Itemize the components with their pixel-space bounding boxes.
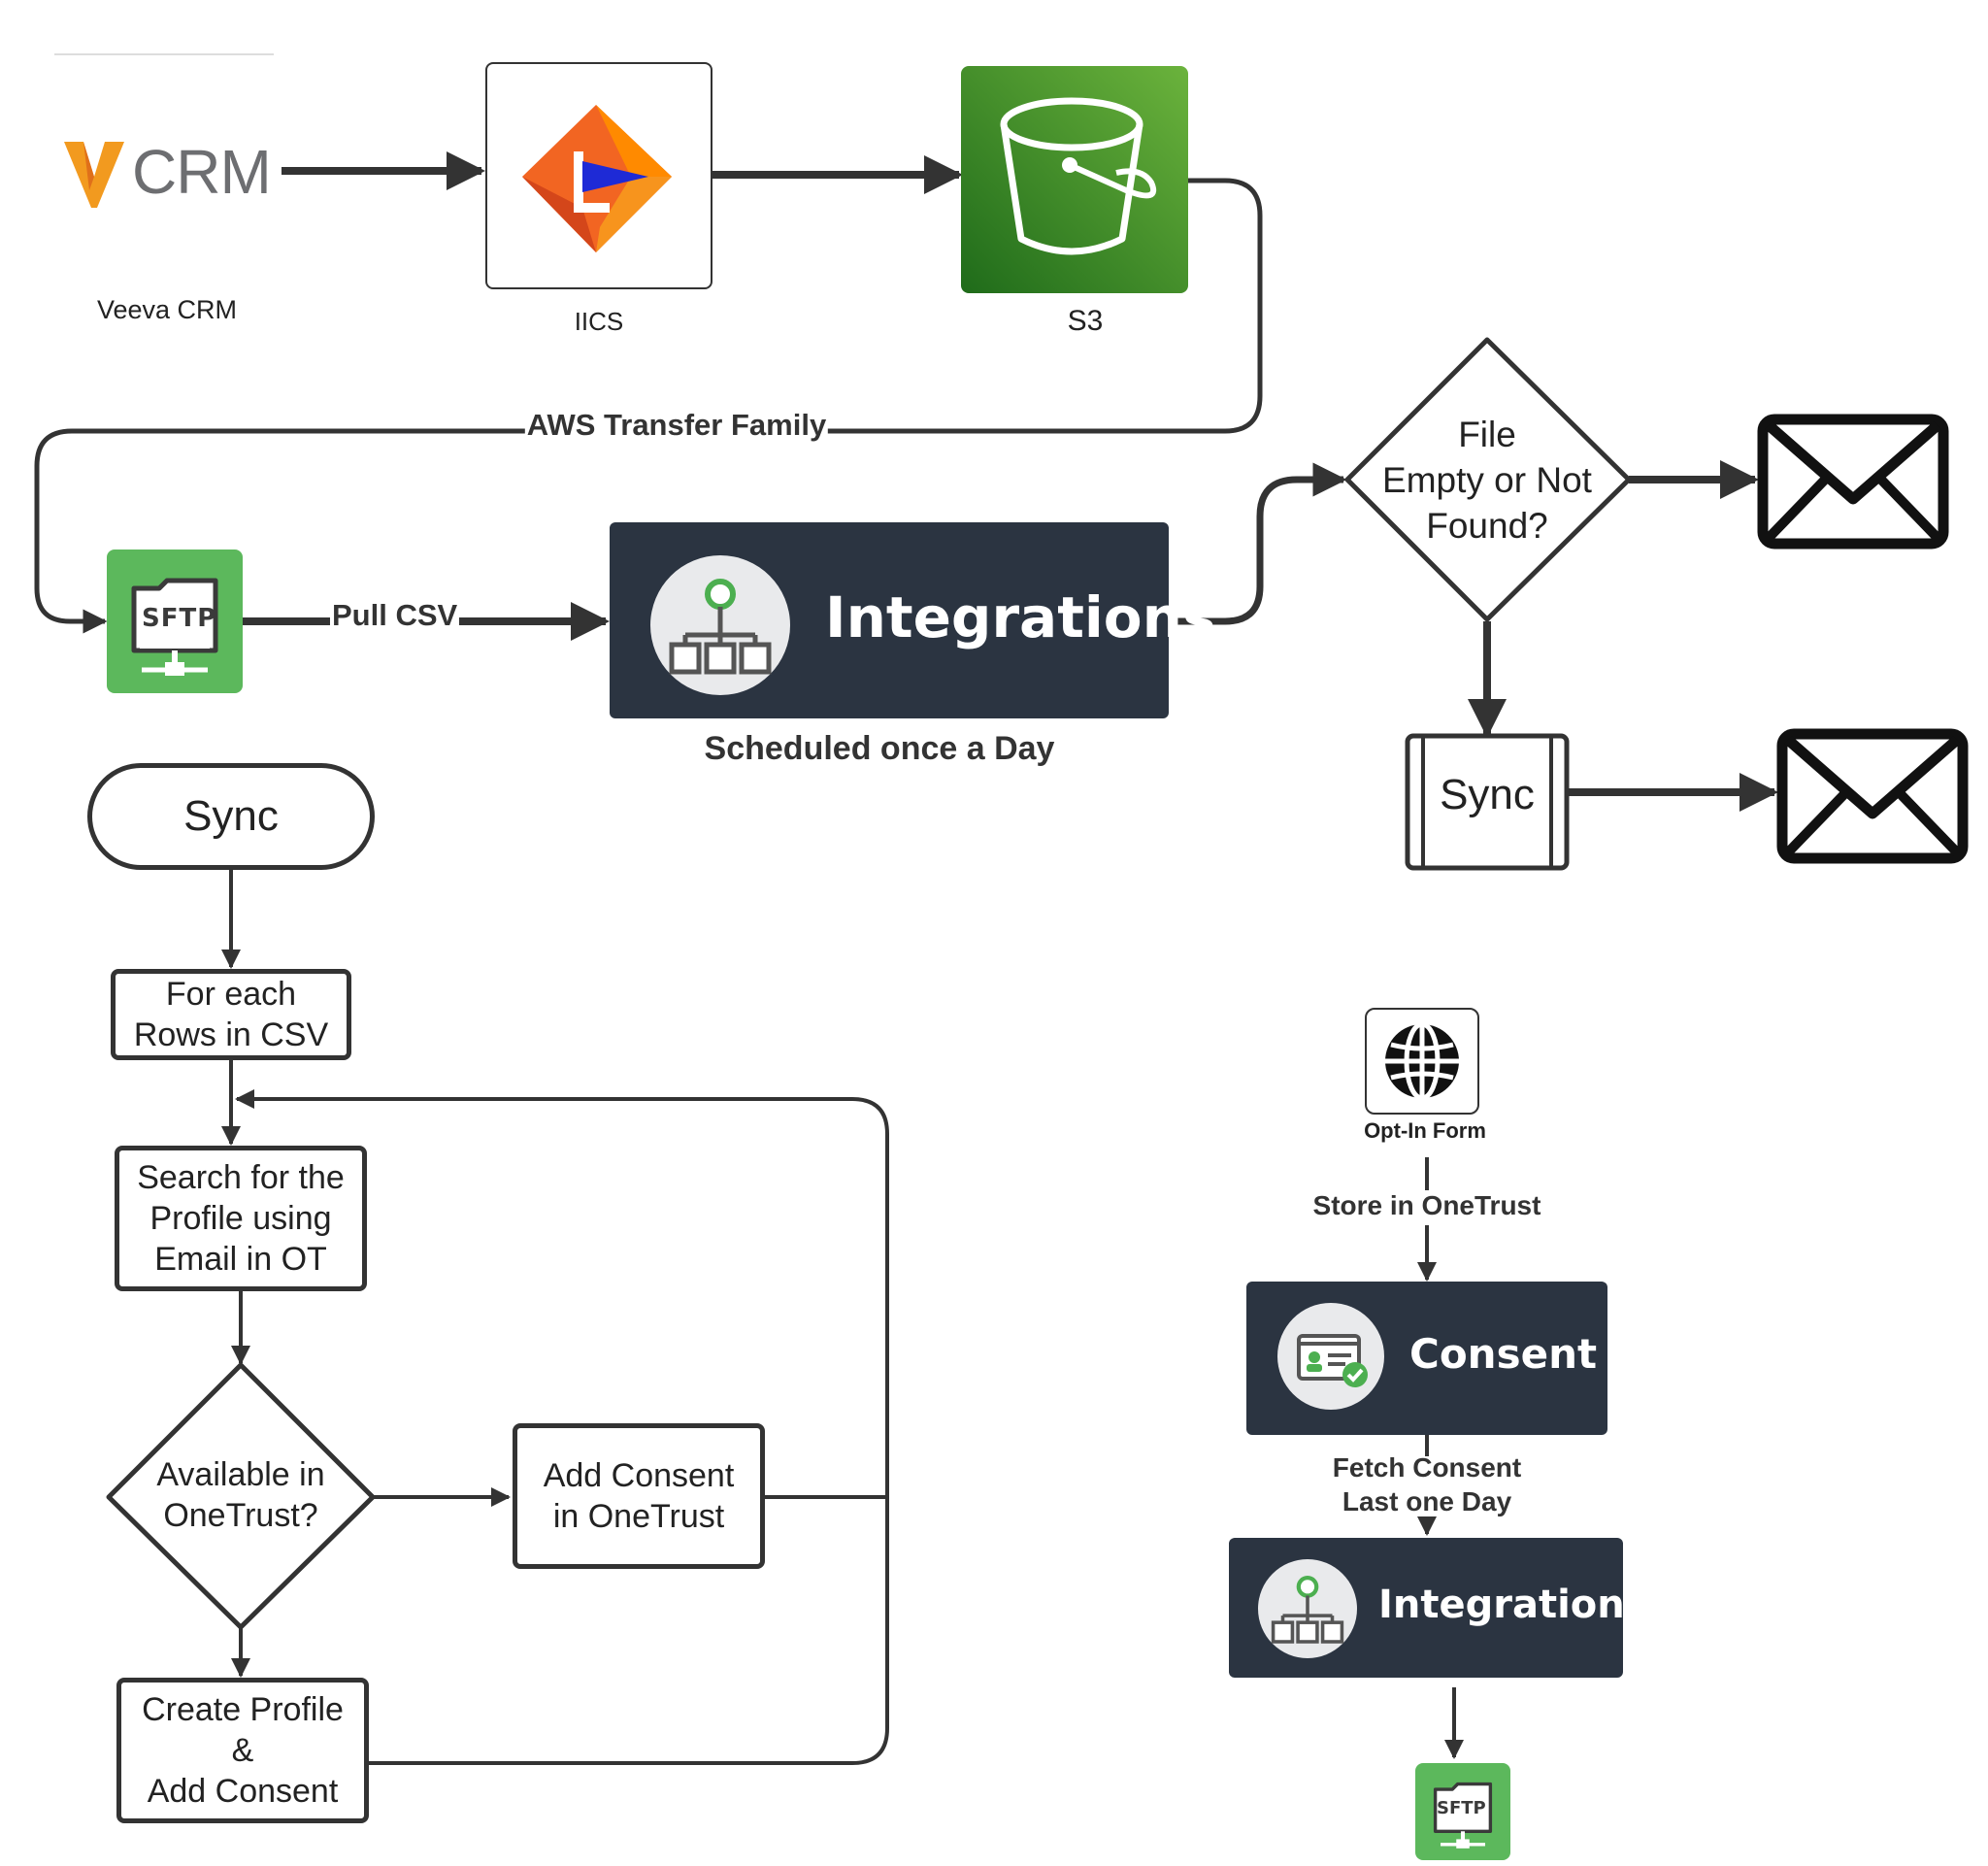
optin-form-node [1365,1008,1479,1115]
sftp-node: SFTP [107,550,243,693]
crm-logo-text: CRM [132,137,272,207]
integrations-title-bottom: Integrations [1378,1583,1648,1627]
sftp-node-bottom: SFTP [1415,1763,1510,1860]
envelope-icon [1757,414,1949,550]
integration-hierarchy-icon [1258,1559,1357,1658]
sftp-server-icon [1433,1782,1493,1849]
integration-hierarchy-icon [650,555,790,695]
consent-card: Consent [1246,1282,1607,1435]
decision-file-empty [1344,337,1632,622]
create-profile-box: Create Profile & Add Consent [116,1678,369,1823]
veeva-v-logo [64,142,124,208]
globe-icon [1385,1021,1459,1101]
sync-process-text: Sync [1440,771,1535,818]
iics-caption: IICS [574,307,624,336]
aws-transfer-family-label: AWS Transfer Family [524,408,829,443]
integrations-title-top: Integrations [825,584,1216,650]
sftp-label: SFTP [142,604,217,633]
store-in-onetrust-label: Store in OneTrust [1312,1190,1541,1220]
decision-file-empty-text: File Empty or Not Found? [1382,415,1592,546]
sync-process-box [1405,733,1570,871]
add-consent-box: Add Consent in OneTrust [513,1423,765,1569]
integrations-card-top: Integrations [610,522,1215,718]
veeva-crm-caption: Veeva CRM [96,295,238,324]
integrations-card-bottom: Integrations [1229,1538,1648,1678]
consent-title: Consent [1409,1330,1598,1378]
fetch-consent-label: Fetch Consent Last one Day [1332,1452,1522,1516]
loop-back-connector [235,1089,889,1765]
veeva-crm-node: CRM [64,136,272,214]
sftp-server-icon [131,578,218,676]
decision-available-text: Available in OneTrust? [156,1456,325,1534]
s3-caption: S3 [1067,305,1104,337]
decision-available-in-onetrust [106,1362,376,1630]
scheduled-caption: Scheduled once a Day [704,730,1055,767]
sync-start-terminator: Sync [87,763,375,870]
informatica-iics-logo [522,105,672,252]
pull-csv-label: Pull CSV [330,598,460,633]
s3-bucket-icon [1000,97,1157,255]
s3-node [961,66,1188,293]
connector-s3-to-sftp [34,178,1263,634]
optin-form-caption: Opt-In Form [1364,1118,1486,1143]
consent-id-card-icon [1277,1303,1384,1410]
envelope-icon [1776,728,1969,864]
for-each-rows-box: For each Rows in CSV [111,969,351,1060]
sftp-label-bottom: SFTP [1437,1798,1486,1818]
search-profile-box: Search for the Profile using Email in OT [115,1146,367,1291]
iics-node [485,62,712,289]
connector-integrations-to-decision [1171,462,1347,625]
